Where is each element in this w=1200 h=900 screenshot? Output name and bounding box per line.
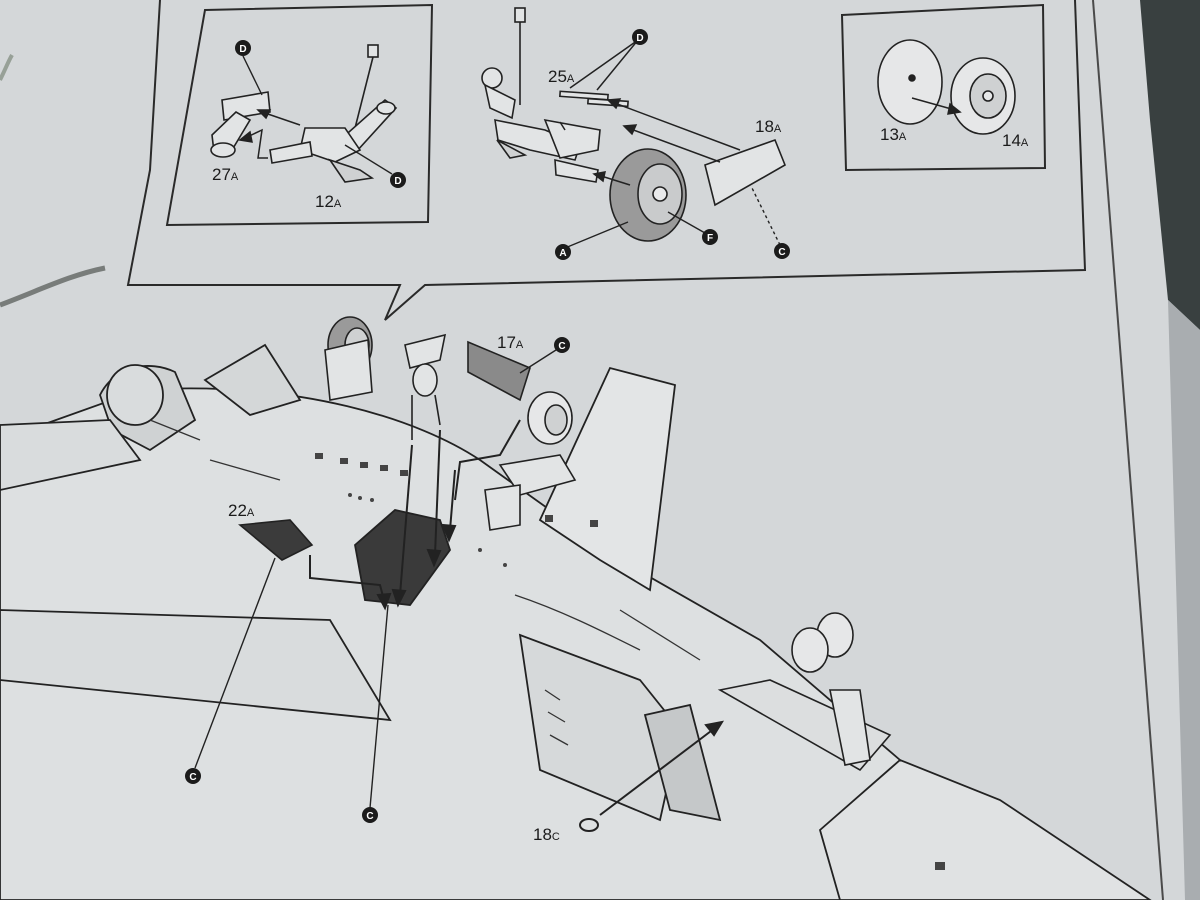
part-25-rod-a: [558, 90, 609, 101]
axle: [554, 158, 599, 183]
svg-text:C: C: [558, 341, 565, 352]
center-inset-gear-drawing: [481, 7, 629, 183]
wheel-half-13: [877, 39, 943, 125]
callout-bubble: [126, 0, 1087, 321]
strut-base-plate: [328, 158, 375, 183]
page-edge-shadow: [1168, 300, 1200, 900]
main-wheel: [609, 148, 687, 242]
right-inset-arrow: [911, 97, 962, 115]
rod-cap: [367, 44, 379, 58]
part-17-plate: [467, 340, 531, 402]
fuselage-detail-marks: [315, 453, 945, 870]
marker-c-center: C: [774, 243, 790, 259]
marker-c-part17: C: [554, 337, 570, 353]
canopy-fairing: [203, 343, 302, 416]
svg-text:D: D: [394, 176, 401, 187]
main-view-gear-rear: [717, 612, 892, 772]
main-view-gear-top: [324, 316, 447, 440]
svg-text:D: D: [636, 33, 643, 44]
svg-text:C: C: [366, 811, 373, 822]
part-label-12a: 12A: [315, 192, 342, 211]
svg-text:C: C: [778, 247, 785, 258]
left-inset-strut-drawing: [210, 44, 398, 183]
center-inset-arrows: [559, 39, 741, 186]
gear-door-18: [704, 138, 787, 207]
part-18c-ring: [579, 818, 599, 832]
right-inset-wheel-halves: [877, 39, 1016, 135]
wheel-axle-hole: [652, 186, 668, 202]
svg-text:D: D: [239, 44, 246, 55]
svg-text:A: A: [559, 248, 566, 259]
part-label-27a: 27A: [212, 165, 239, 184]
aircraft-fuselage: [0, 343, 1152, 900]
marker-d-left-bottom: D: [390, 172, 406, 188]
nose-section: [818, 758, 1152, 900]
part-label-18a: 18A: [755, 117, 782, 136]
part-27-pivot: [210, 142, 236, 158]
svg-text:F: F: [707, 233, 713, 244]
inset-frame-left: [165, 3, 434, 227]
vertical-fin: [538, 366, 676, 592]
left-inset-arrows: [238, 109, 301, 159]
marker-d-left-top: D: [235, 40, 251, 56]
lower-wing: [0, 609, 392, 722]
page-frame-right: [1092, 0, 1164, 900]
main-view-gear-mid: [484, 391, 577, 531]
marker-c-part22: C: [185, 768, 201, 784]
dark-background-corner: [1140, 0, 1200, 330]
inset-frame-right: [840, 3, 1047, 172]
part-label-22a: 22A: [228, 501, 255, 520]
main-view-arrows: [309, 419, 725, 816]
part-label-14a: 14A: [1002, 131, 1029, 150]
intake-lip: [106, 364, 164, 426]
gear-fork: [543, 118, 601, 159]
main-view-leader-lines: [194, 349, 557, 809]
marker-a-center: A: [555, 244, 571, 260]
part-22-plate: [238, 519, 314, 561]
part-label-13a: 13A: [880, 125, 907, 144]
center-leader-lines: [564, 187, 781, 249]
marker-f-center: F: [702, 229, 718, 245]
gear-door-main: [324, 339, 373, 401]
wing-root: [0, 419, 142, 491]
gear-yoke: [483, 83, 516, 120]
vent-panel: [643, 703, 722, 822]
strut-knuckle: [376, 101, 396, 115]
strut-side-arm: [269, 141, 313, 164]
marker-c-gearbay: C: [362, 807, 378, 823]
fuselage-panel-lines: [149, 419, 701, 746]
pencil-mark: [0, 54, 14, 81]
pencil-scribble: [0, 265, 106, 308]
marker-d-center: D: [632, 29, 648, 45]
svg-text:C: C: [189, 772, 196, 783]
part-label-17a: 17A: [497, 333, 524, 352]
part-label-18c: 18C: [533, 825, 560, 844]
part-label-25a: 25A: [548, 67, 575, 86]
